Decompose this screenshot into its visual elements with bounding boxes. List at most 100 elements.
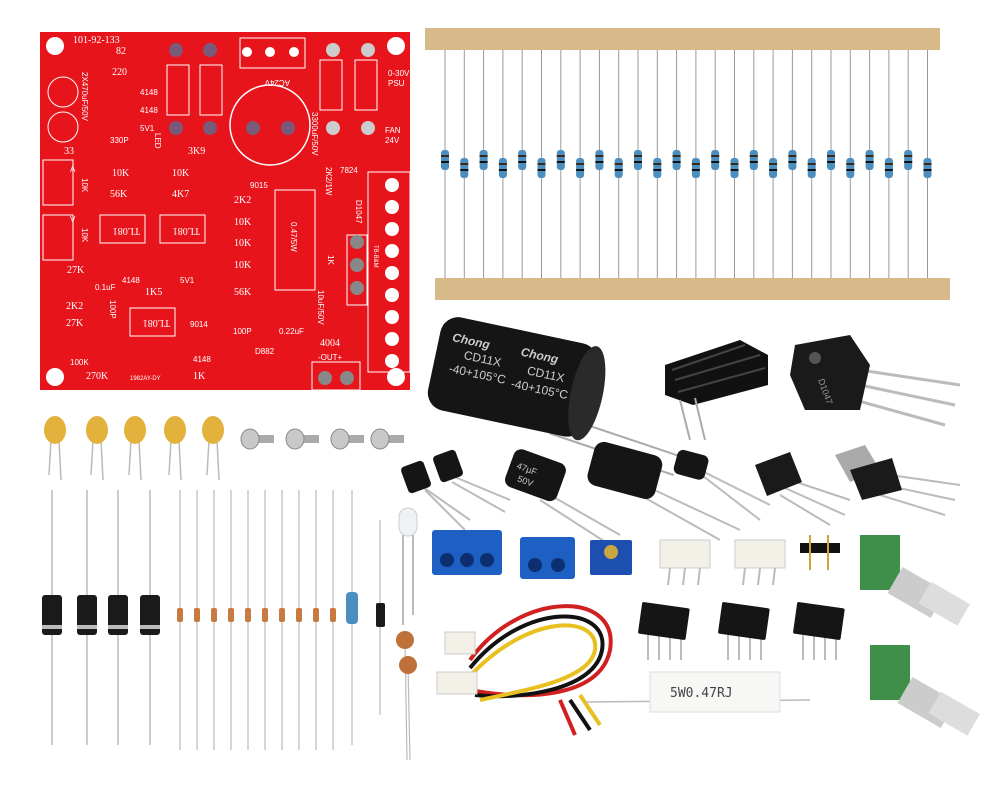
pcb-label: 9015 [250,181,268,190]
resistor-band [769,169,778,171]
resistor-body [595,150,604,170]
resistor-body [460,158,469,178]
diode-band [42,625,62,629]
resistor-band [614,163,623,165]
resistor-band [865,155,874,157]
wire-harness [436,604,613,736]
pcb-label: 10K [234,238,252,249]
resistor-band [441,161,449,163]
electrolytic-capacitor-3 [673,449,771,521]
screw-shaft [338,435,364,443]
resistor-band [923,169,932,171]
resistor-body [634,150,642,170]
pcb-label: 24V [385,136,400,145]
resistor-band [518,161,527,163]
cap-lead [206,439,210,476]
resistor-label: 5W0.47RJ [670,686,733,701]
pcb-label: 7824 [340,166,358,175]
resistor-body [711,150,720,170]
resistor-body [788,150,797,170]
resistor-band [537,163,546,165]
cap-lead [58,439,62,481]
resistor-band [537,169,546,171]
resistor-body [576,158,585,178]
white-connector-1 [659,539,711,586]
output-terminal-footprint [367,171,411,373]
resistor-band [788,161,797,163]
resistor-body [884,158,893,178]
resistor-band [827,155,835,157]
pcb-label: 2K2 [66,301,83,312]
screw-head [330,428,350,450]
main-capacitor-footprint [229,84,311,166]
resistor-band [749,155,758,157]
pcb-label: 2X470uF/50V [80,72,89,122]
resistor-1w [346,592,358,624]
pcb-label: 1982AY-DY [130,376,161,382]
pcb-label: 10K [80,228,89,243]
resistor-band [460,163,469,165]
pcb-label: 3300uF/50V [310,112,319,156]
pcb-label: 10uF/50V [316,290,325,325]
pcb-label: 5V1 [140,124,155,133]
resistor-band [614,169,623,171]
pcb-label: 1K [326,255,335,265]
tape-top [425,28,940,50]
ceramic-capacitor [202,416,224,444]
pcb-label: 4148 [122,276,140,285]
pcb-label: 4148 [140,88,158,97]
screw-head [240,428,260,450]
resistor-band [711,155,720,157]
terminal-block-3pin [432,530,502,575]
small-diode [211,608,217,622]
resistor-band [672,155,681,157]
resistor-band [460,169,469,171]
resistor-body [904,150,913,170]
ic-tl081 [793,602,845,640]
resistor-band [634,161,642,163]
power-transistor-d1047: D1047 [790,335,961,427]
pcb-label: A [70,165,76,174]
cap-lead [168,439,172,476]
resistor-tape-strip [425,28,950,300]
pcb-label: 330P [110,136,129,145]
pcb-label: V [70,215,76,224]
pcb-label: 1N5406 [326,68,335,97]
pcb-body [40,32,410,390]
pcb-label: 4K7 [172,189,189,200]
terminal-hole [385,200,399,214]
small-diode [313,608,319,622]
resistor-body [479,150,488,170]
resistor-band [807,169,816,171]
resistor-band [884,169,893,171]
pcb-label: 101-92-133 [73,35,120,46]
pcb-label: 10K [112,168,130,179]
resistor-band [904,161,913,163]
resistor-band [865,161,874,163]
ic-tl081 [638,602,690,640]
pcb-label: 220 [112,67,127,78]
pcb-label: 10K [234,260,252,271]
resistor-body [769,158,778,178]
pcb-label: 10K [234,217,252,228]
electrolytic-capacitor-2 [587,441,741,541]
resistor-band [788,155,797,157]
resistor-body [827,150,835,170]
pcb-label: TB-B&M [372,245,378,268]
resistor-band [653,163,662,165]
pcb-label: 1N5406 [361,68,370,97]
trimmer-potentiometer [590,540,632,575]
led [398,507,418,625]
resistor-body [498,158,507,178]
white-connector-2 [734,539,786,586]
pcb-label: 1K5 [145,287,162,298]
pcb-label: 27K [67,265,85,276]
resistor-band [749,161,758,163]
pcb-label: 56K [110,189,128,200]
pcb-label: 0.22uF [279,327,304,336]
resistor-band [653,169,662,171]
pcb-label: 33 [64,146,74,157]
pcb-label: 9014 [190,320,208,329]
terminal-block-2pin [520,537,575,579]
pcb-label: LED [153,133,162,149]
